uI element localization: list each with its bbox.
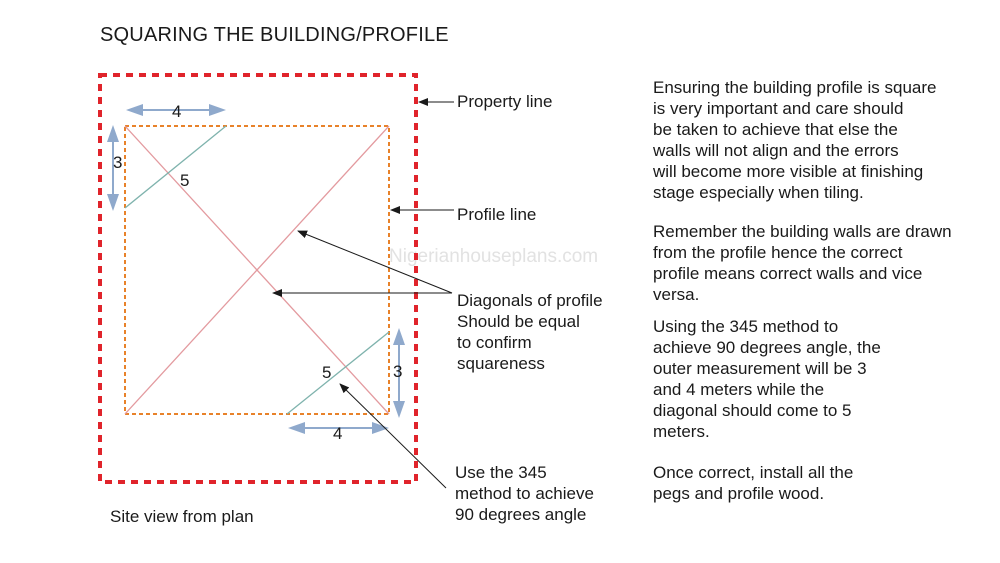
property-line — [98, 73, 418, 484]
triangle-hypotenuse-line — [124, 125, 227, 209]
dimension-arrow — [126, 104, 226, 116]
dimension-arrow — [288, 422, 389, 434]
profile-line-label: Profile line — [457, 205, 537, 224]
explanation-paragraph: Once correct, install all the pegs and p… — [653, 463, 854, 503]
method-345-label: Use the 345 method to achieve 90 degrees… — [455, 463, 594, 524]
pointer-arrow-diagonal — [297, 230, 453, 294]
dimension-label: 5 — [322, 363, 331, 382]
explanation-paragraph: Using the 345 method to achieve 90 degre… — [653, 317, 881, 441]
dimension-label: 4 — [333, 424, 342, 443]
explanation-paragraph: Remember the building walls are drawn fr… — [653, 222, 952, 304]
explanation-paragraph: Ensuring the building profile is square … — [653, 78, 937, 202]
diagonal-line — [124, 125, 390, 415]
dimension-label: 3 — [393, 362, 402, 381]
site-view-caption: Site view from plan — [110, 507, 254, 526]
dimension-label: 3 — [113, 153, 122, 172]
property-line-label: Property line — [457, 92, 553, 111]
dimension-arrow — [107, 125, 119, 211]
watermark-text: Nigerianhouseplans.com — [389, 246, 598, 267]
dimension-arrow — [393, 328, 405, 418]
dimension-label: 4 — [172, 102, 181, 121]
diagonals-label: Diagonals of profile Should be equal to … — [457, 291, 603, 373]
profile-line — [124, 125, 390, 415]
page-title: SQUARING THE BUILDING/PROFILE — [100, 24, 449, 46]
dimension-label: 5 — [180, 171, 189, 190]
triangle-hypotenuse-line — [286, 331, 390, 415]
pointer-arrow-345 — [339, 383, 447, 489]
